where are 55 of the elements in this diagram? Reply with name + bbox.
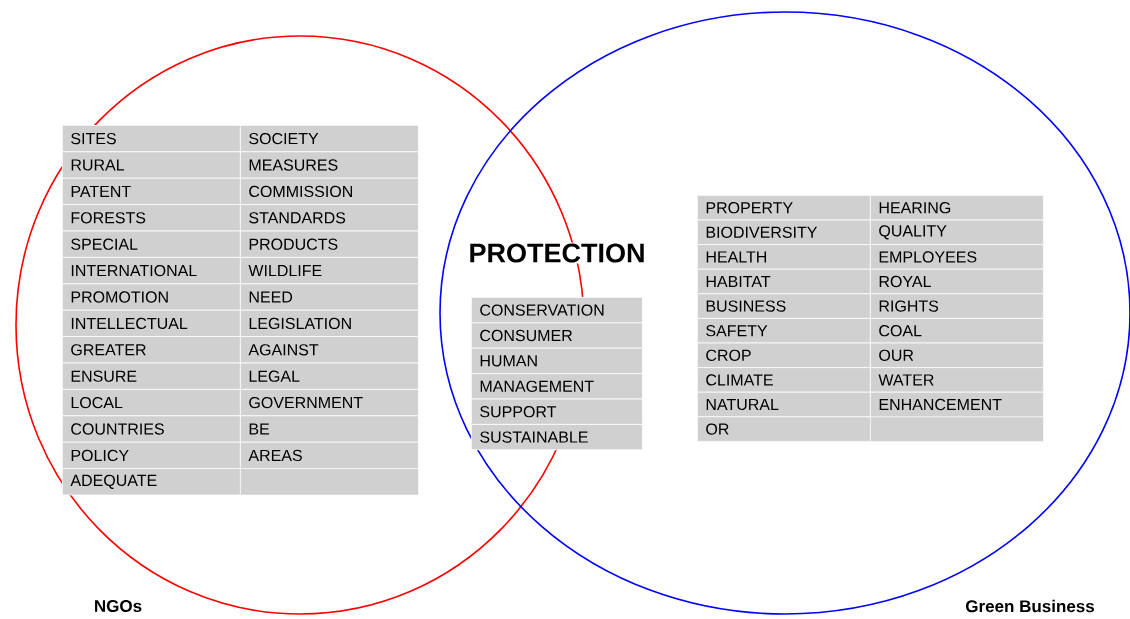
table-cell: NATURAL (697, 391, 871, 418)
table-cell: WILDLIFE (240, 257, 419, 285)
table-cell: ROYAL (870, 268, 1044, 295)
table-cell: SUPPORT (471, 398, 643, 425)
table-cell: ENSURE (62, 362, 241, 390)
table-cell: SUSTAINABLE (471, 424, 643, 451)
table-cell: HEARING (870, 195, 1044, 221)
table-cell: LEGAL (240, 362, 419, 390)
table-cell: COUNTRIES (62, 415, 241, 443)
table-cell: AREAS (240, 441, 419, 469)
table-cell: CROP (697, 342, 871, 368)
table-cell: LOCAL (62, 389, 241, 417)
table-cell: SITES (62, 125, 241, 153)
table-cell: HEALTH (697, 244, 871, 270)
table-cell: FORESTS (62, 204, 241, 232)
table-cell: PROPERTY (697, 195, 871, 221)
table-cell: CONSERVATION (471, 297, 643, 324)
table-cell: INTELLECTUAL (62, 309, 241, 337)
table-cell: GREATER (62, 336, 241, 364)
table-cell: PROMOTION (62, 283, 241, 311)
table-cell: NEED (240, 283, 419, 311)
table-cell: BE (240, 415, 419, 443)
table-cell: RURAL (62, 151, 241, 179)
table-cell: PATENT (62, 177, 241, 205)
set-label: NGOs (95, 600, 142, 613)
table-cell: SAFETY (697, 318, 871, 344)
table-cell: OR (697, 416, 871, 442)
table-cell: MEASURES (240, 151, 419, 179)
table-cell: POLICY (62, 441, 241, 469)
table-cell: ENHANCEMENT (870, 391, 1044, 418)
set-label: Green Business (966, 599, 1094, 613)
table-cell: PRODUCTS (240, 230, 419, 258)
table-cell: RIGHTS (870, 293, 1044, 319)
table-cell: HABITAT (697, 268, 871, 295)
table-cell: EMPLOYEES (870, 244, 1044, 270)
table-cell: AGAINST (240, 336, 419, 364)
table-cell: BIODIVERSITY (697, 219, 871, 245)
table-cell: SPECIAL (62, 230, 241, 258)
table-cell: INTERNATIONAL (62, 257, 241, 285)
table-cell: STANDARDS (240, 204, 419, 232)
table-cell: HUMAN (471, 347, 643, 374)
table-cell: CLIMATE (697, 367, 871, 393)
table-cell: LEGISLATION (240, 309, 419, 337)
table-cell: CONSUMER (471, 322, 643, 349)
table-cell: BUSINESS (697, 293, 871, 319)
table-cell: COMMISSION (240, 177, 419, 205)
table-cell: ADEQUATE (62, 468, 241, 496)
table-cell: OUR (870, 342, 1044, 368)
table-cell: MANAGEMENT (471, 373, 643, 400)
heading: PROTECTION (467, 242, 647, 264)
table-cell: COAL (870, 318, 1044, 344)
table-cell: WATER (870, 367, 1044, 393)
table-cell: QUALITY (870, 219, 1044, 245)
table-cell: GOVERNMENT (240, 389, 419, 417)
table-cell: SOCIETY (240, 125, 419, 153)
